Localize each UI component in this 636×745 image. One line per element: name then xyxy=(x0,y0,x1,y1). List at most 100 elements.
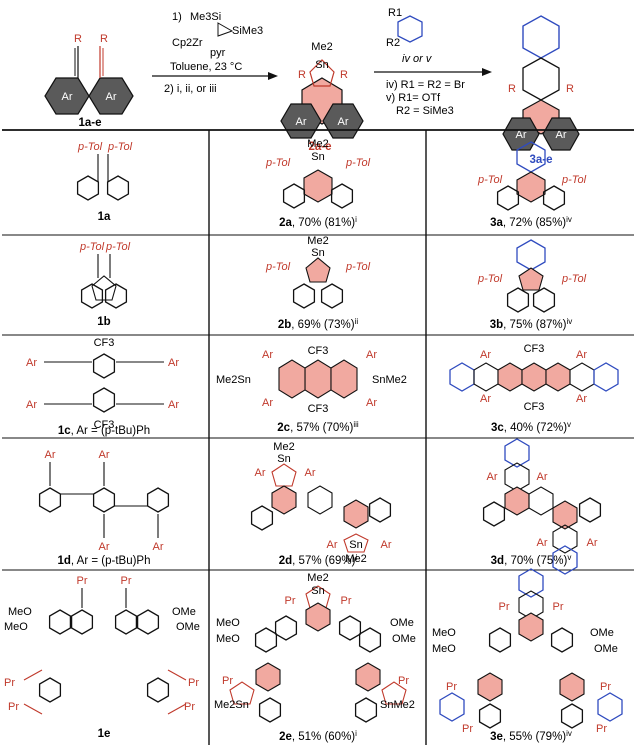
cf3-label: CF3 xyxy=(94,337,115,349)
row-a: p-Tol p-Tol 1a Sn Me2 p-Tol p-Tol 2a, 70… xyxy=(76,138,587,229)
reaction-arrow-2: R1 R2 iv or v iv) R1 = R2 = Br v) R1= OT… xyxy=(374,7,492,117)
substituent-label: p-Tol xyxy=(77,141,103,153)
r-label: R xyxy=(340,69,348,81)
reagent-pyr: pyr xyxy=(210,47,226,59)
methoxy-label: OMe xyxy=(176,621,200,633)
cf3-label: CF3 xyxy=(94,419,115,431)
substituent-label: Pr xyxy=(398,675,409,687)
row-b: p-Tol p-Tol 1b Sn Me2 p-Tol p-Tol 2b, 69… xyxy=(79,235,587,331)
substituent-label: Pr xyxy=(600,681,611,693)
substituent-label: Pr xyxy=(184,701,195,713)
cf3-label: CF3 xyxy=(524,401,545,413)
reagent-sime3: SiMe3 xyxy=(232,25,263,37)
substituent-label: Ar xyxy=(153,541,164,553)
substituent-label: Ar xyxy=(487,471,498,483)
methoxy-label: OMe xyxy=(590,627,614,639)
substituent-label: p-Tol xyxy=(477,174,503,186)
compound-caption: 3e, 55% (79%)iv xyxy=(490,729,572,743)
tin-atom-label: Sn xyxy=(311,151,324,163)
compound-1b-structure: p-Tol p-Tol 1b xyxy=(79,241,131,328)
methoxy-label: OMe xyxy=(594,643,618,655)
ar-label: Ar xyxy=(516,129,527,141)
substituent-label: p-Tol xyxy=(105,241,131,253)
substituent-label: Ar xyxy=(99,541,110,553)
compound-2d-structure: Sn Me2 Sn Me2 Ar Ar Ar Ar 2d, 57% (69%)i xyxy=(250,441,392,567)
substituent-label: Pr xyxy=(222,675,233,687)
compound-2a-structure: Sn Me2 p-Tol p-Tol 2a, 70% (81%)i xyxy=(265,138,371,229)
r-label: R xyxy=(298,69,306,81)
tin-methyl-label: Me2 xyxy=(307,235,328,247)
step-1-number: 1) xyxy=(172,11,182,23)
substituent-label: Ar xyxy=(576,349,587,361)
reaction-arrow-1: 1) Me3Si SiMe3 Cp2Zr pyr Toluene, 23 °C … xyxy=(152,11,278,95)
compound-number: 1e xyxy=(98,728,111,740)
reagent-cp2zr: Cp2Zr xyxy=(172,37,203,49)
substituent-label: p-Tol xyxy=(561,174,587,186)
compound-caption: 3d, 70% (75%)v xyxy=(491,553,572,567)
substituent-label: Pr xyxy=(8,701,19,713)
substituent-label: p-Tol xyxy=(107,141,133,153)
compound-3a-structure: p-Tol p-Tol 3a, 72% (85%)iv xyxy=(477,141,587,229)
r1-label: R1 xyxy=(388,7,402,19)
substituent-label: Pr xyxy=(499,601,510,613)
substituent-label: Pr xyxy=(188,677,199,689)
reagent-me3si: Me3Si xyxy=(190,11,221,23)
compound-caption: 1c, Ar = (p-tBu)Ph xyxy=(58,425,150,437)
methoxy-label: OMe xyxy=(392,633,416,645)
row-c: CF3 CF3 Ar Ar Ar Ar 1c, Ar = (p-tBu)Ph C… xyxy=(26,337,619,437)
product-compound-number: 3a-e xyxy=(529,154,552,166)
reaction-conditions: Toluene, 23 °C xyxy=(170,61,242,73)
methoxy-label: MeO xyxy=(432,643,456,655)
substituent-label: Pr xyxy=(553,601,564,613)
tin-atom-label: Sn xyxy=(349,539,362,551)
substituent-label: Ar xyxy=(255,467,266,479)
compound-1a-structure: p-Tol p-Tol 1a xyxy=(76,141,133,223)
tin-atom-label: Sn xyxy=(315,59,328,71)
substituent-label: p-Tol xyxy=(561,273,587,285)
tin-methyl-label: Me2 xyxy=(307,138,328,150)
r-label: R xyxy=(566,83,574,95)
compound-3c-structure: CF3 CF3 Ar Ar Ar Ar 3c, 40% (72%)v xyxy=(449,343,619,434)
substituent-label: Ar xyxy=(327,539,338,551)
substituent-label: Ar xyxy=(537,537,548,549)
ar-label: Ar xyxy=(556,129,567,141)
compound-caption: 2e, 51% (60%)i xyxy=(279,729,357,743)
compound-3b-structure: p-Tol p-Tol 3b, 75% (87%)iv xyxy=(477,239,587,331)
compound-caption: 3b, 75% (87%)iv xyxy=(490,317,572,331)
tin-methyl-label: Me2 xyxy=(273,441,294,453)
tin-methyl-label: Me2 xyxy=(307,572,328,584)
methoxy-label: MeO xyxy=(216,617,240,629)
tin-atom-label: Sn xyxy=(311,247,324,259)
methoxy-label: OMe xyxy=(390,617,414,629)
methoxy-label: MeO xyxy=(216,633,240,645)
compound-number: 1a xyxy=(98,211,111,223)
compound-caption: 2c, 57% (70%)iii xyxy=(277,420,359,434)
ar-label: Ar xyxy=(106,91,117,103)
substituent-label: Ar xyxy=(168,357,179,369)
step-2-conditions: 2) i, ii, or iii xyxy=(164,83,217,95)
compound-2e-structure: Sn Me2 Pr Pr MeO MeO OMe OMe Me2Sn SnMe2… xyxy=(214,572,416,743)
methoxy-label: OMe xyxy=(172,606,196,618)
tin-label: Me2Sn xyxy=(216,374,251,386)
compound-1d-structure: Ar Ar Ar Ar 1d, Ar = (p-tBu)Ph xyxy=(38,449,170,567)
r-label: R xyxy=(74,33,82,45)
compound-caption: 3a, 72% (85%)iv xyxy=(490,215,572,229)
tin-methyl-label: Me2 xyxy=(345,553,366,565)
cf3-label: CF3 xyxy=(308,403,329,415)
condition-iv: iv) R1 = R2 = Br xyxy=(386,79,465,91)
substituent-label: Pr xyxy=(341,595,352,607)
methoxy-label: MeO xyxy=(8,606,32,618)
start-material-structure: Ar Ar R R 1a-e xyxy=(44,33,134,129)
substituent-label: p-Tol xyxy=(79,241,105,253)
substituent-label: Pr xyxy=(77,575,88,587)
tin-atom-label: Sn xyxy=(311,585,324,597)
substituent-label: Ar xyxy=(262,397,273,409)
ar-label: Ar xyxy=(296,116,307,128)
r-label: R xyxy=(508,83,516,95)
tin-label: SnMe2 xyxy=(380,699,415,711)
substituent-label: Pr xyxy=(285,595,296,607)
ar-label: Ar xyxy=(338,116,349,128)
substituent-label: Ar xyxy=(168,399,179,411)
substituent-label: Ar xyxy=(99,449,110,461)
